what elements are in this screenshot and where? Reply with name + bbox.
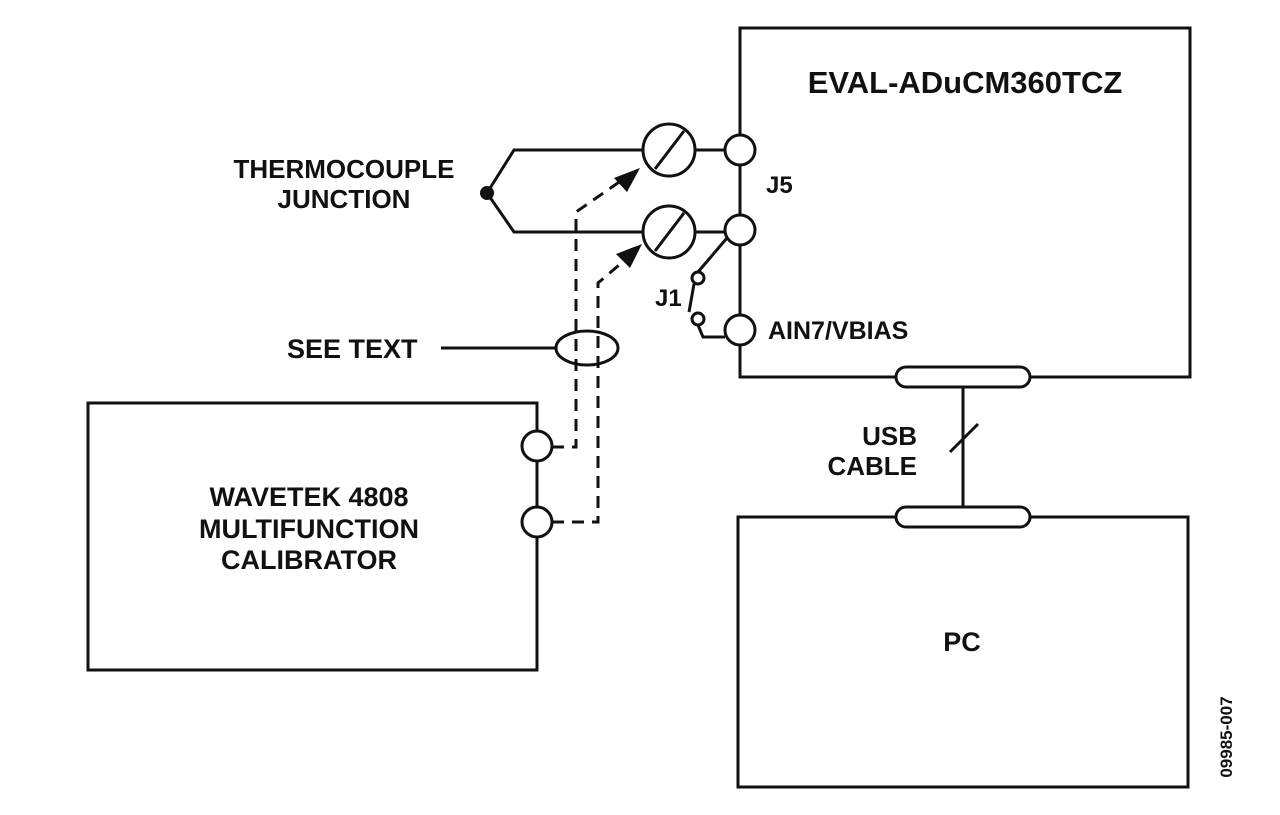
j5-pin-2 <box>723 213 757 247</box>
see-text-label: SEE TEXT <box>287 334 418 364</box>
thermocouple-wire-top <box>485 148 642 194</box>
usb-bus-slash <box>948 422 980 454</box>
lead-1-arrowhead <box>614 168 640 192</box>
pc-label: PC <box>943 627 981 657</box>
screw-terminal-bottom <box>641 204 697 260</box>
j1-open-switch <box>687 283 696 313</box>
j5-pin-1 <box>723 133 757 167</box>
thermocouple-junction-dot <box>480 186 494 200</box>
usb-label-line1: USB <box>862 421 917 451</box>
j1-pin-lower <box>690 311 706 327</box>
usb-connector-bottom <box>894 505 1032 529</box>
ain7-vbias-pin <box>723 313 757 347</box>
calibrator-lead-1 <box>552 176 626 449</box>
board-title: EVAL-ADuCM360TCZ <box>808 65 1123 100</box>
see-text-ellipse <box>554 329 620 367</box>
thermocouple-label-line1: THERMOCOUPLE <box>234 154 455 184</box>
calibrator-label-line2: MULTIFUNCTION <box>199 514 419 544</box>
calibrator-label-line3: CALIBRATOR <box>221 545 397 575</box>
calibrator-label-line1: WAVETEK 4808 <box>209 482 408 512</box>
usb-connector-top <box>894 365 1032 389</box>
j1-wire-lower <box>696 324 725 339</box>
usb-label-line2: CABLE <box>827 451 917 481</box>
j1-pin-upper <box>690 270 706 286</box>
j1-wire-upper <box>696 237 729 273</box>
calibrator-terminal-1 <box>520 429 554 463</box>
ain7-vbias-label: AIN7/VBIAS <box>768 317 908 345</box>
figure-id: 09985-007 <box>1217 696 1236 777</box>
calibrator-terminal-2 <box>520 505 554 539</box>
screw-terminal-top <box>641 122 697 178</box>
calibrator-lead-2 <box>552 258 626 524</box>
j1-label: J1 <box>655 285 682 312</box>
thermocouple-label-line2: JUNCTION <box>278 184 411 214</box>
thermocouple-wire-bottom <box>485 192 642 234</box>
j5-label: J5 <box>766 172 793 199</box>
lead-2-arrowhead <box>616 244 642 268</box>
